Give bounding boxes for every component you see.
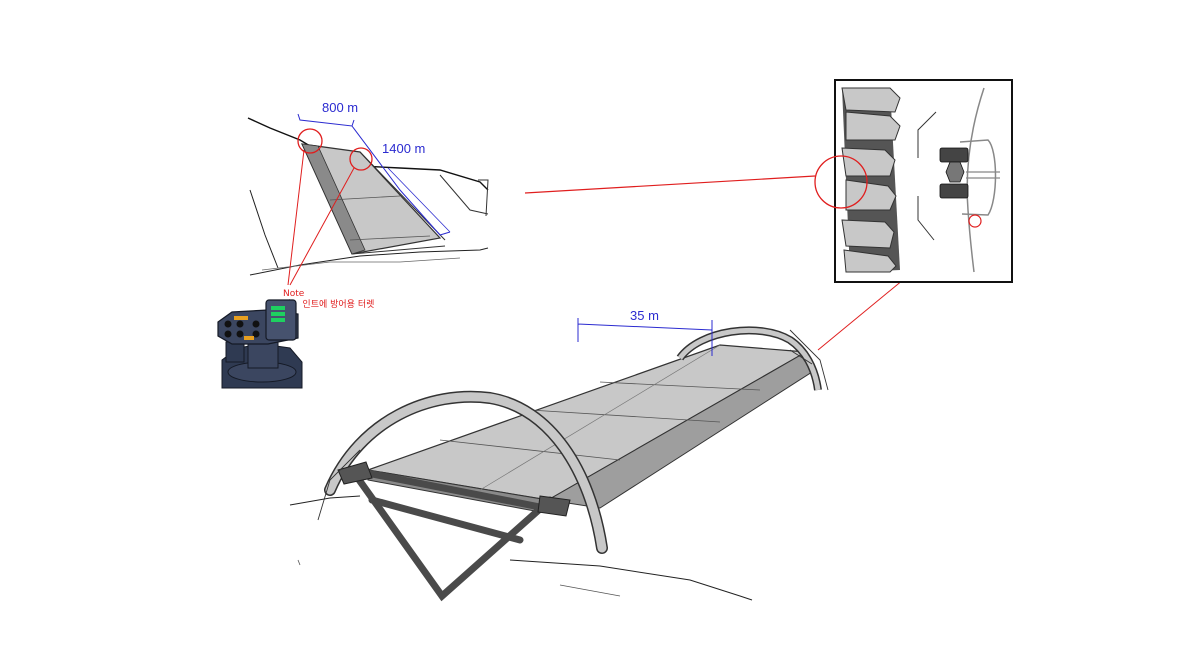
- terrain-overview-sketch: 800 m 1400 m: [247, 100, 489, 286]
- detail-circle-right: [968, 214, 982, 228]
- note-title: Note: [283, 289, 305, 299]
- dimension-line-length-top: [351, 125, 451, 236]
- note-text: 각 포인트에 방어용 터렛: [283, 298, 374, 310]
- turret-point-circle-2: [349, 147, 373, 171]
- main-structure-sketch: 35 m: [289, 308, 829, 602]
- label-35m: 35 m: [630, 308, 659, 323]
- support-frame: [348, 466, 559, 602]
- dimension-line-main: [577, 318, 713, 356]
- dimension-line-width-top: [297, 113, 355, 127]
- callout-line-to-detail: [524, 175, 816, 194]
- turret-point-circle-1: [297, 128, 323, 154]
- detail-circle-left: [814, 155, 868, 209]
- detail-inset: [814, 79, 1013, 283]
- label-1400m: 1400 m: [382, 141, 425, 156]
- note-callout: Note 각 포인트에 방어용 터렛: [283, 289, 374, 310]
- label-800m: 800 m: [322, 100, 358, 115]
- defense-turret-illustration: [217, 299, 303, 389]
